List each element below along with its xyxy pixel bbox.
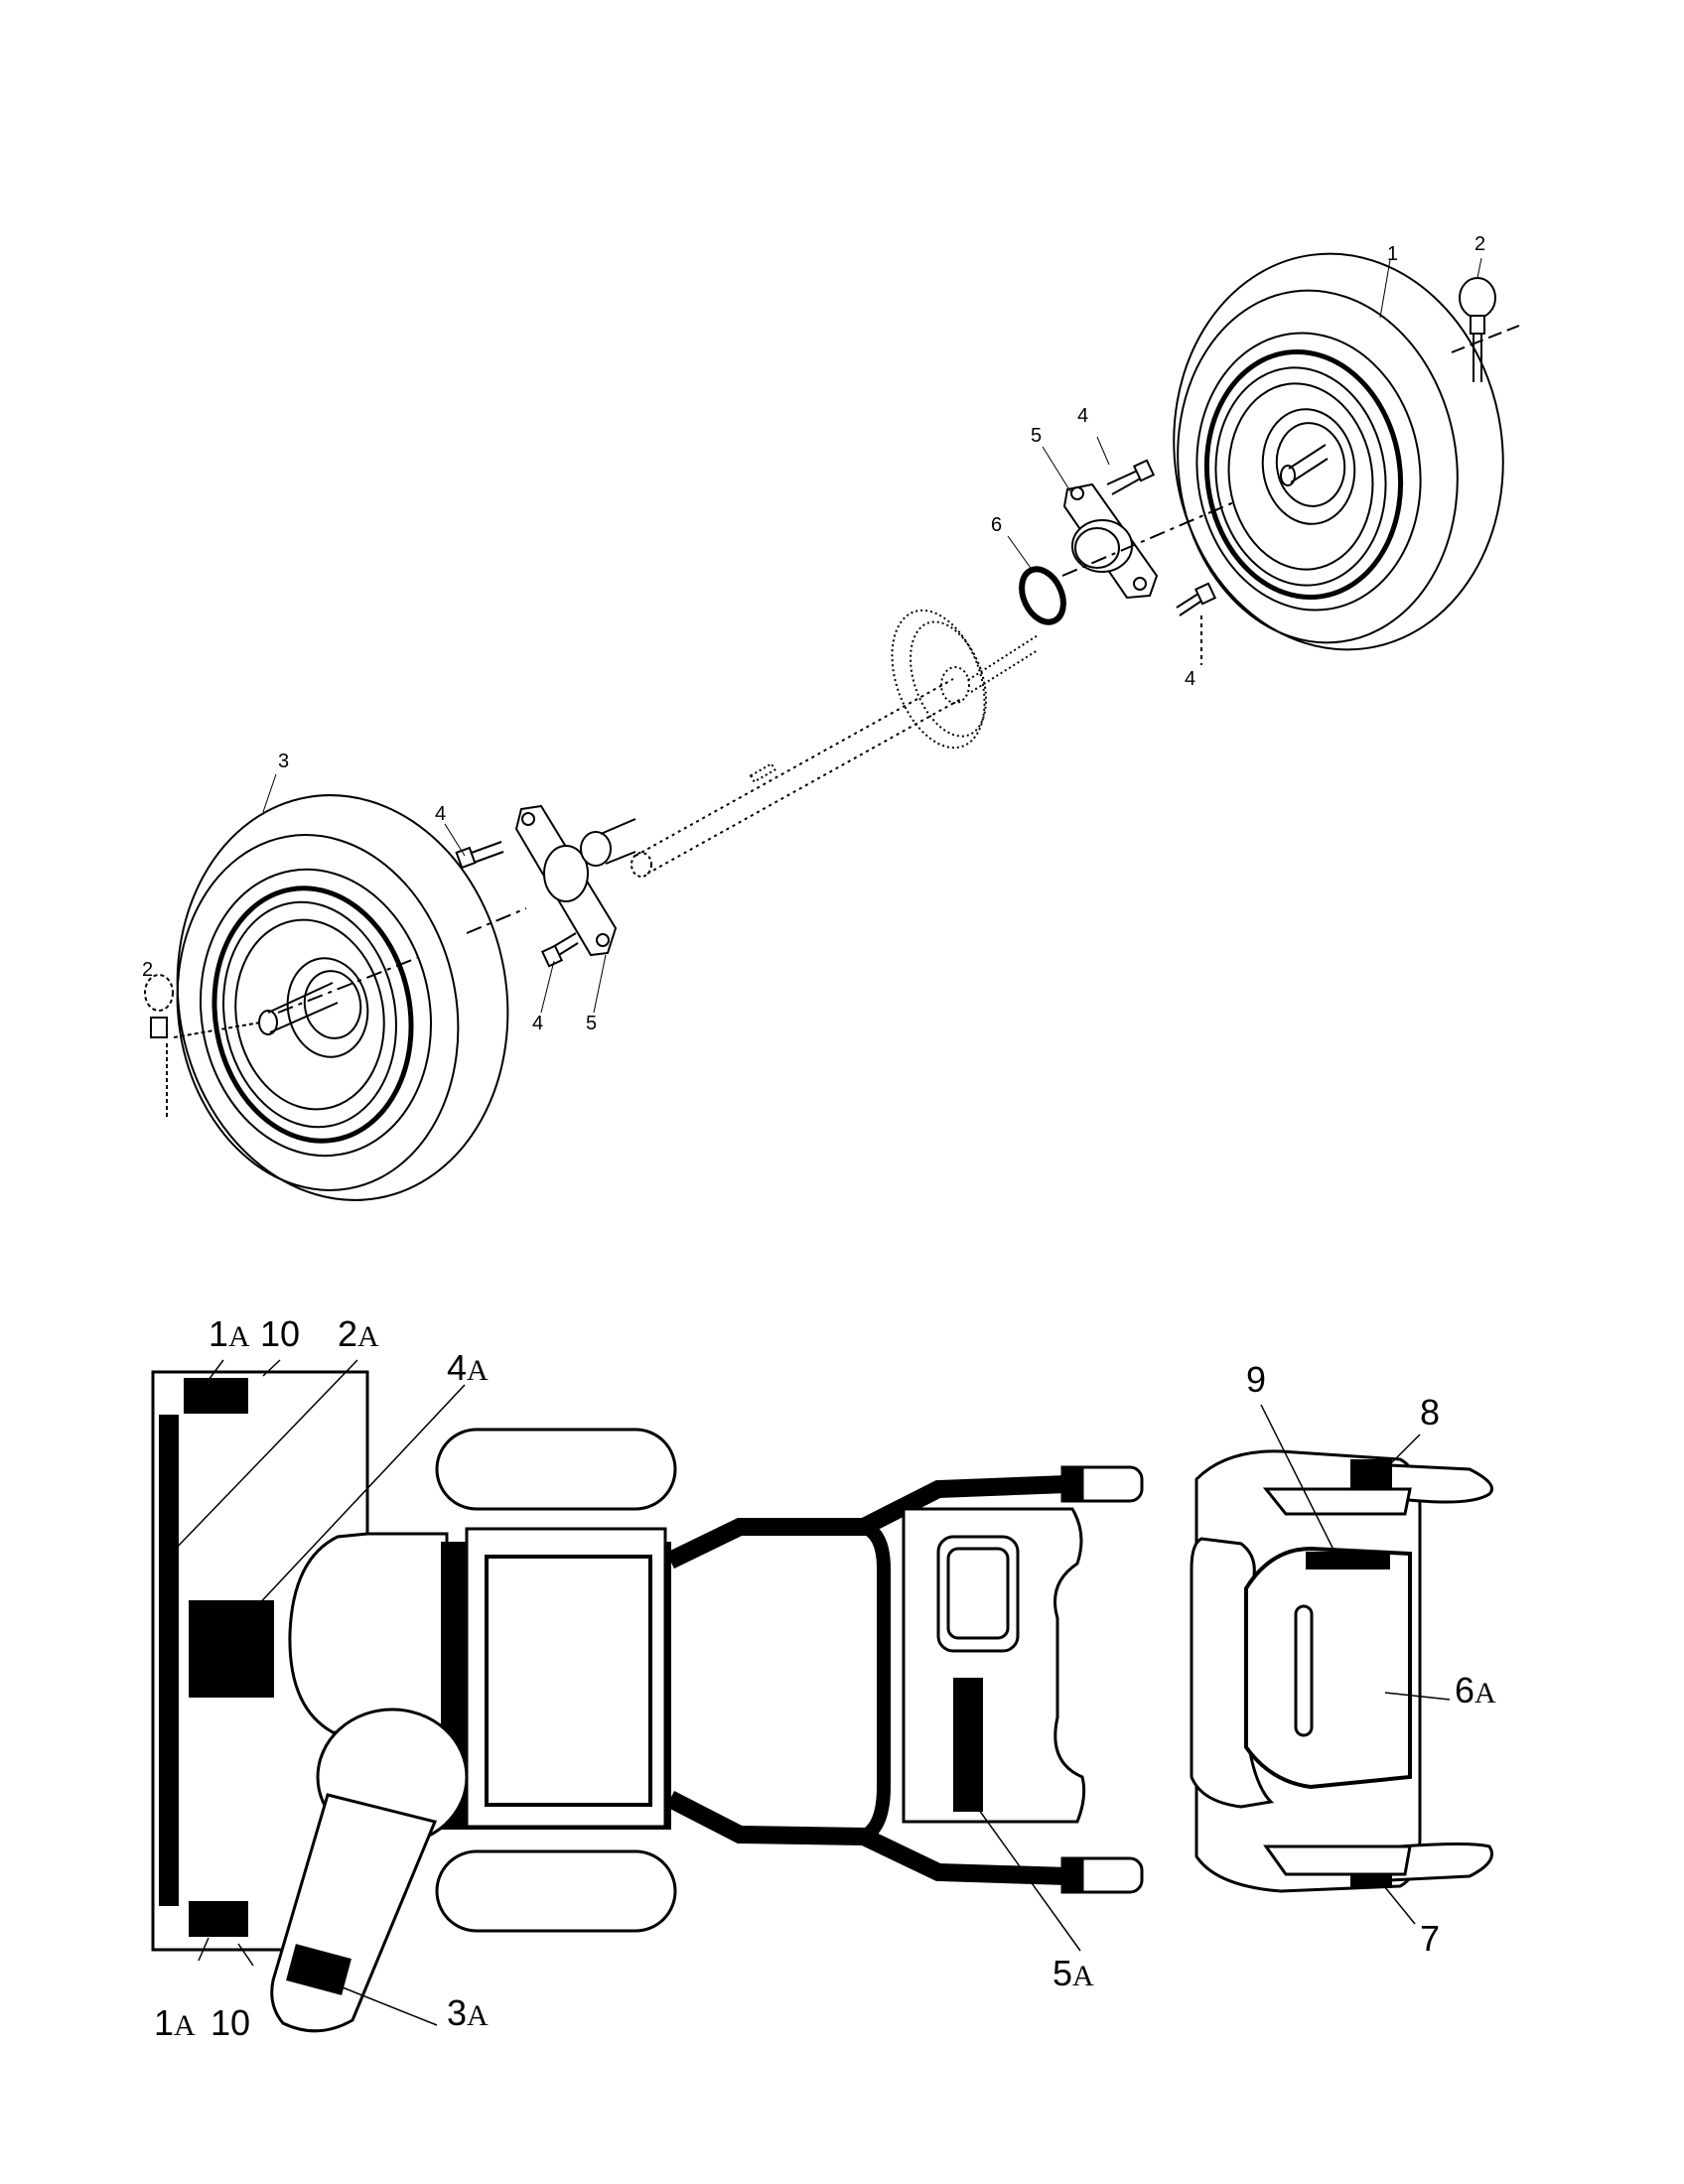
callout-decal-2a: 2A <box>338 1313 379 1354</box>
screws-left <box>455 841 579 968</box>
decal-1a-top-block <box>184 1378 248 1414</box>
callout-decal-9: 9 <box>1246 1359 1266 1400</box>
callout-wheel-left: 3 <box>278 751 289 772</box>
callout-decal-3a: 3A <box>447 1992 489 2033</box>
callout-bearing-plate-left: 5 <box>586 1013 597 1034</box>
callout-screw-right-bottom: 4 <box>1185 668 1195 690</box>
wheel-right <box>1173 252 1504 651</box>
callout-hairpin-right: 2 <box>1474 233 1485 255</box>
decal-1a-bottom-block <box>189 1901 248 1937</box>
axle-gear <box>891 609 1039 750</box>
wheel-top-view-lower <box>435 1849 677 1933</box>
hairpin-left <box>144 974 261 1117</box>
callout-bearing-plate-right: 5 <box>1031 425 1042 447</box>
callout-screw-left-top: 4 <box>435 803 446 825</box>
callout-screw-right-top: 4 <box>1077 405 1088 427</box>
decal-leader-lines <box>170 1359 1451 2026</box>
callout-hairpin-left: 2 <box>142 959 153 981</box>
callout-decal-6a: 6A <box>1455 1670 1496 1710</box>
decal-8-block <box>1350 1459 1392 1491</box>
callout-screw-left-bottom: 4 <box>532 1013 543 1034</box>
callout-decal-1a-bottom: 1A <box>154 2002 196 2043</box>
bearing-plate-right <box>1062 482 1159 600</box>
decal-callouts: 1A 10 2A 4A 9 8 6A 5A 7 1A 10 3A <box>154 1313 1496 2043</box>
discharge-chute <box>270 1707 469 2033</box>
callout-decal-5a: 5A <box>1052 1953 1094 1993</box>
callout-decal-4a: 4A <box>447 1347 489 1388</box>
decal-layout-top-view <box>151 1370 1493 2033</box>
decal-9-block <box>1306 1552 1390 1570</box>
axle-shaft <box>631 678 962 878</box>
screws-right <box>1106 459 1217 665</box>
callout-decal-10-top: 10 <box>260 1313 300 1354</box>
decal-2a-strip <box>159 1415 179 1906</box>
bearing-plate-left <box>514 804 636 957</box>
callout-washer: 6 <box>991 514 1002 536</box>
decal-3a-block <box>286 1944 351 1995</box>
wheel-left <box>176 794 509 1201</box>
decal-5a-block <box>953 1678 983 1812</box>
wheel-top-view-upper <box>435 1428 677 1511</box>
callout-decal-8: 8 <box>1420 1392 1440 1433</box>
wheel-axle-exploded-view <box>144 252 1520 1201</box>
wheel-assembly-callouts: 1 2 4 5 6 4 3 4 2 4 5 <box>142 233 1485 1034</box>
callout-wheel-right: 1 <box>1387 243 1398 265</box>
callout-decal-1a-top: 1A <box>209 1313 250 1354</box>
engine-body <box>288 1532 449 1739</box>
callout-decal-10-bottom: 10 <box>210 2002 250 2043</box>
decal-4a-block <box>189 1600 274 1698</box>
washer <box>1019 566 1066 625</box>
dashboard-rear-view <box>1190 1449 1493 1893</box>
callout-decal-7: 7 <box>1420 1918 1440 1959</box>
